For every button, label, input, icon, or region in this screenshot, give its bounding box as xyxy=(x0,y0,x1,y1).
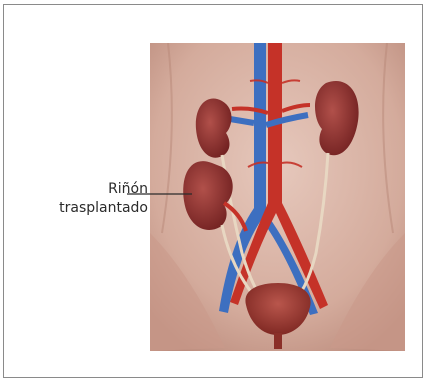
transplanted-kidney-label: Riñón trasplantado xyxy=(48,180,148,218)
label-line-2: trasplantado xyxy=(48,199,148,218)
renal-vein-left xyxy=(230,119,254,123)
kidney-transplant-illustration xyxy=(150,43,405,351)
urethra xyxy=(274,333,282,349)
label-line-1: Riñón xyxy=(48,180,148,199)
